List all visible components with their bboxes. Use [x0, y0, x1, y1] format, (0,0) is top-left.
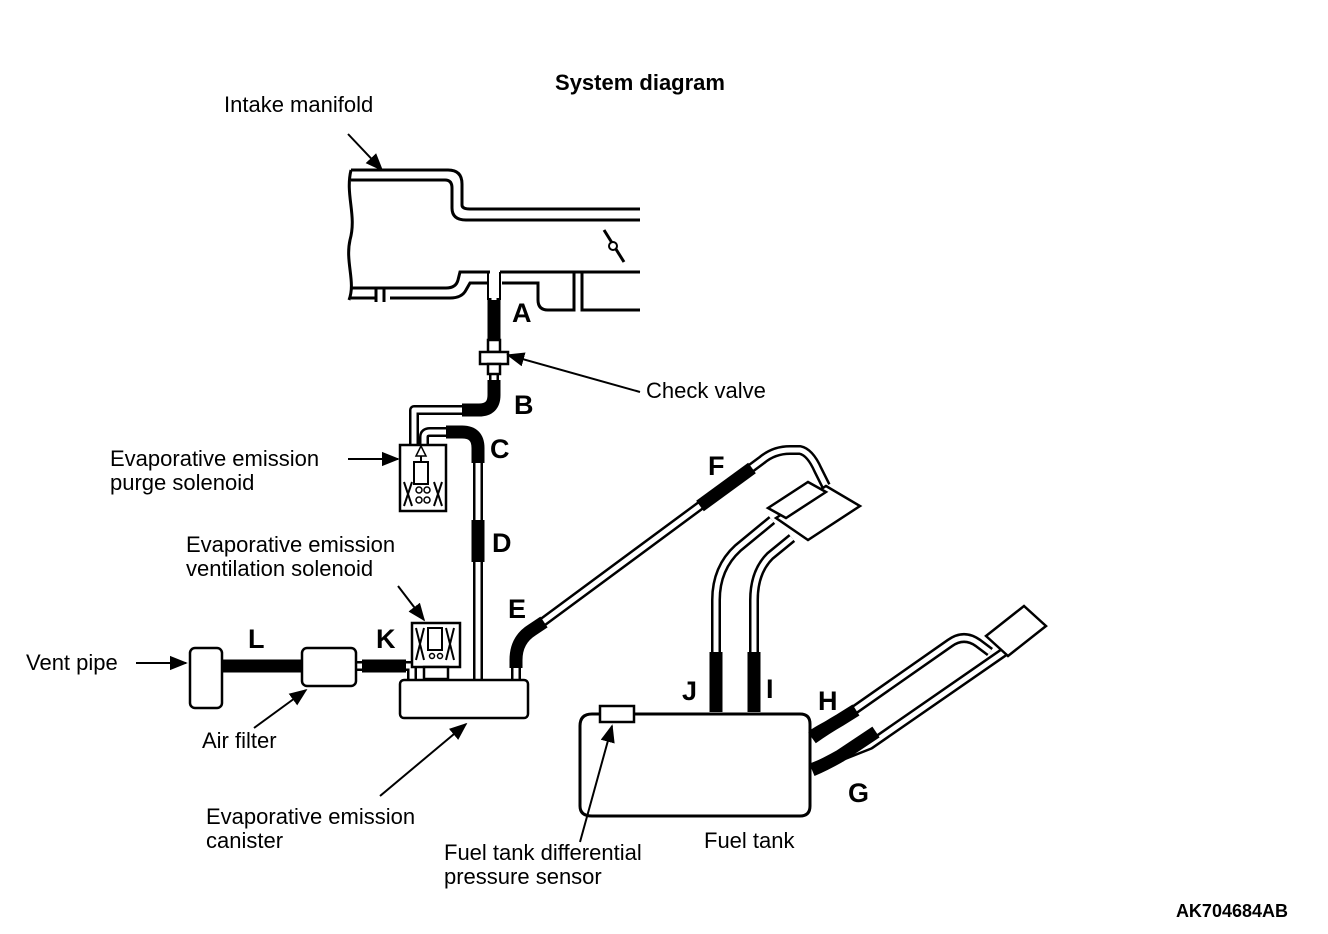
- hose-c: [446, 425, 485, 463]
- label-purge-solenoid-line1: Evaporative emission: [110, 446, 319, 471]
- label-pressure-sensor-line2: pressure sensor: [444, 864, 602, 889]
- hose-h: [808, 704, 860, 744]
- canister: [398, 678, 530, 720]
- hose-label-j: J: [682, 676, 697, 706]
- arrow-intake-manifold: [347, 133, 384, 172]
- label-intake-manifold: Intake manifold: [224, 92, 373, 117]
- hose-label-f: F: [708, 451, 725, 481]
- check-valve: [478, 338, 510, 376]
- vent-pipe: [188, 646, 224, 710]
- hose-e: [509, 616, 548, 668]
- fuel-tank: [578, 704, 812, 818]
- arrow-air-filter: [253, 688, 308, 729]
- differential-pressure-sensor: [598, 704, 636, 724]
- arrow-canister: [379, 722, 468, 797]
- hose-label-c: C: [490, 434, 510, 464]
- label-canister-line2: canister: [206, 828, 283, 853]
- label-air-filter: Air filter: [202, 728, 277, 753]
- hoses: [222, 300, 880, 776]
- label-pressure-sensor-line1: Fuel tank differential: [444, 840, 642, 865]
- figure-code: AK704684AB: [1176, 901, 1288, 921]
- hose-label-a: A: [512, 298, 532, 328]
- hose-f: [696, 462, 756, 512]
- label-purge-solenoid-line2: purge solenoid: [110, 470, 254, 495]
- arrow-pressure-sensor: [579, 724, 615, 843]
- hose-label-i: I: [766, 674, 774, 704]
- intake-manifold: [347, 168, 640, 312]
- label-vent-pipe: Vent pipe: [26, 650, 118, 675]
- hose-label-e: E: [508, 594, 526, 624]
- diagram-title: System diagram: [555, 70, 725, 95]
- ventilation-solenoid: [410, 621, 462, 681]
- purge-solenoid: [398, 443, 448, 513]
- hose-label-g: G: [848, 778, 869, 808]
- hose-label-h: H: [818, 686, 838, 716]
- hose-label-l: L: [248, 624, 265, 654]
- hose-label-d: D: [492, 528, 512, 558]
- arrow-ventilation-solenoid: [397, 585, 426, 622]
- hose-label-b: B: [514, 390, 534, 420]
- arrow-check-valve: [506, 352, 641, 393]
- label-check-valve: Check valve: [646, 378, 766, 403]
- filler-neck: [765, 480, 863, 542]
- hose-b: [462, 380, 501, 417]
- hose-label-k: K: [376, 624, 396, 654]
- label-fuel-tank: Fuel tank: [704, 828, 795, 853]
- air-filter: [300, 646, 358, 688]
- label-ventilation-solenoid-line2: ventilation solenoid: [186, 556, 373, 581]
- filler-cap: [984, 604, 1048, 658]
- hose-g: [809, 726, 880, 776]
- label-canister-line1: Evaporative emission: [206, 804, 415, 829]
- label-ventilation-solenoid-line1: Evaporative emission: [186, 532, 395, 557]
